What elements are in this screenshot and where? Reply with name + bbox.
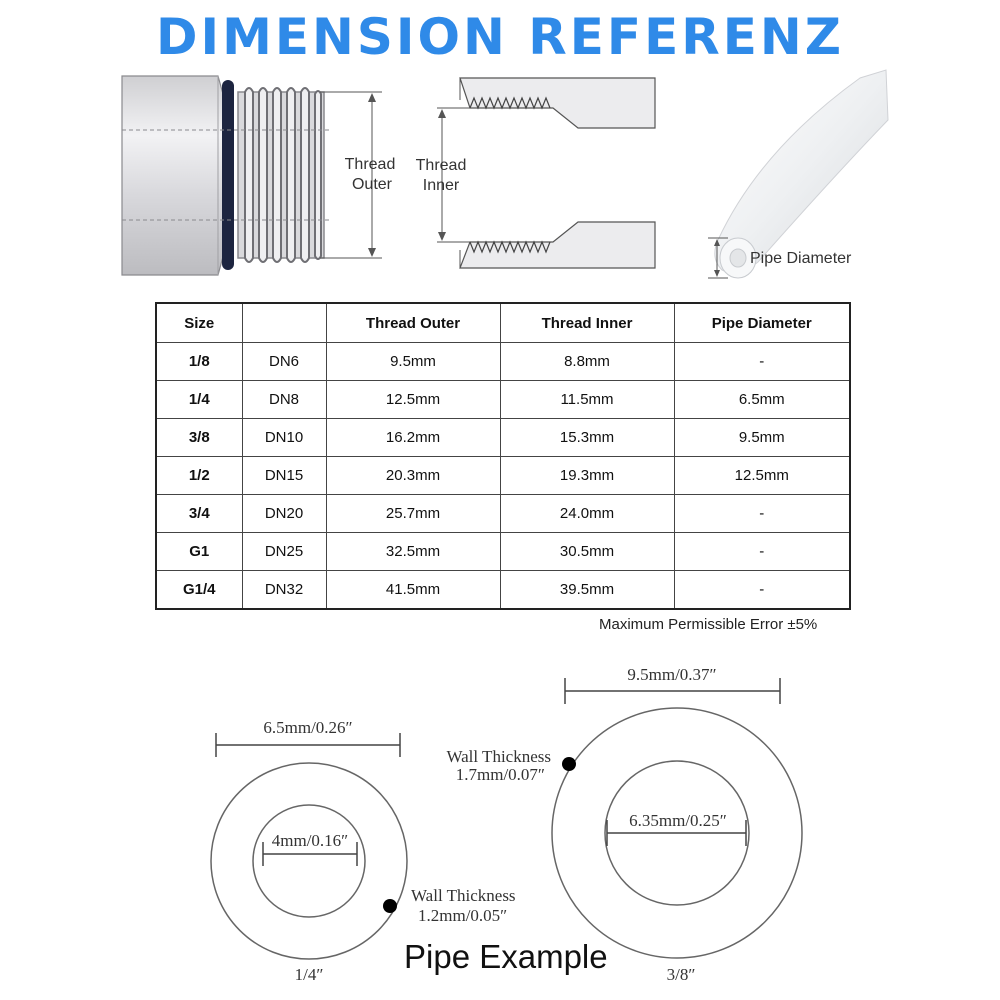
table-row: 3/8 DN10 16.2mm 15.3mm 9.5mm — [155, 418, 851, 457]
thread-outer-label-1: Thread — [345, 156, 396, 173]
large-pipe-inner-dimension: 6.35mm/0.25″ — [629, 811, 727, 830]
cell-pipe-diameter: 12.5mm — [673, 456, 851, 495]
cell-thread-inner: 8.8mm — [499, 342, 675, 381]
cell-size: 1/4 — [155, 380, 243, 419]
cell-thread-inner: 15.3mm — [499, 418, 675, 457]
cell-thread-outer: 32.5mm — [325, 532, 501, 571]
error-note: Maximum Permissible Error ±5% — [599, 616, 818, 633]
page-title: DIMENSION REFERENZ — [156, 8, 844, 66]
pipe-diameter-label: Pipe Diameter — [750, 250, 852, 267]
cell-pipe-diameter: - — [673, 532, 851, 571]
wall-thickness-marker — [562, 757, 576, 771]
cell-pipe-diameter: 9.5mm — [673, 418, 851, 457]
small-pipe-inner-dimension: 4mm/0.16″ — [272, 831, 349, 850]
small-pipe-section — [210, 733, 408, 960]
small-pipe-wall-label: Wall Thickness — [411, 886, 516, 905]
cell-dn: DN20 — [241, 494, 327, 533]
table-row: 1/2 DN15 20.3mm 19.3mm 12.5mm — [155, 456, 851, 495]
male-fitting-illustration — [121, 75, 382, 276]
cell-thread-inner: 24.0mm — [499, 494, 675, 533]
header-dn — [241, 302, 327, 343]
cell-thread-outer: 12.5mm — [325, 380, 501, 419]
large-pipe-size: 3/8″ — [667, 965, 696, 984]
cell-size: 1/8 — [155, 342, 243, 381]
thread-outer-label-2: Outer — [352, 176, 393, 193]
cell-thread-outer: 25.7mm — [325, 494, 501, 533]
cell-thread-inner: 19.3mm — [499, 456, 675, 495]
table-row: 1/4 DN8 12.5mm 11.5mm 6.5mm — [155, 380, 851, 419]
large-pipe-wall-label: Wall Thickness — [446, 747, 551, 766]
header-pipe-diameter: Pipe Diameter — [673, 302, 851, 343]
large-pipe-outer-dimension: 9.5mm/0.37″ — [627, 665, 716, 684]
female-fitting-illustration — [437, 77, 656, 269]
small-pipe-wall-value: 1.2mm/0.05″ — [418, 906, 507, 925]
small-pipe-outer-dimension: 6.5mm/0.26″ — [263, 718, 352, 737]
cell-dn: DN6 — [241, 342, 327, 381]
table-row: G1 DN25 32.5mm 30.5mm - — [155, 532, 851, 571]
large-pipe-section — [551, 678, 803, 959]
cell-size: 3/8 — [155, 418, 243, 457]
cell-thread-outer: 9.5mm — [325, 342, 501, 381]
large-pipe-wall-value: 1.7mm/0.07″ — [456, 765, 545, 784]
thread-inner-label-2: Inner — [423, 177, 460, 194]
cell-pipe-diameter: - — [673, 494, 851, 533]
small-pipe-size: 1/4″ — [295, 965, 324, 984]
cell-pipe-diameter: - — [673, 570, 851, 610]
cell-thread-outer: 41.5mm — [325, 570, 501, 610]
cell-thread-inner: 39.5mm — [499, 570, 675, 610]
header-thread-outer: Thread Outer — [325, 302, 501, 343]
cell-thread-inner: 11.5mm — [499, 380, 675, 419]
cell-thread-inner: 30.5mm — [499, 532, 675, 571]
cell-size: G1/4 — [155, 570, 243, 610]
cell-thread-outer: 20.3mm — [325, 456, 501, 495]
header-size: Size — [155, 302, 243, 343]
table-header-row: Size Thread Outer Thread Inner Pipe Diam… — [155, 302, 851, 343]
cell-size: 3/4 — [155, 494, 243, 533]
thread-inner-label-1: Thread — [416, 157, 467, 174]
cell-thread-outer: 16.2mm — [325, 418, 501, 457]
wall-thickness-marker — [383, 899, 397, 913]
cell-dn: DN32 — [241, 570, 327, 610]
cell-size: G1 — [155, 532, 243, 571]
pipe-illustration — [708, 69, 889, 279]
cell-dn: DN8 — [241, 380, 327, 419]
cell-pipe-diameter: 6.5mm — [673, 380, 851, 419]
cell-dn: DN15 — [241, 456, 327, 495]
table-row: 3/4 DN20 25.7mm 24.0mm - — [155, 494, 851, 533]
header-thread-inner: Thread Inner — [499, 302, 675, 343]
dimension-table: Size Thread Outer Thread Inner Pipe Diam… — [155, 302, 851, 610]
cell-dn: DN25 — [241, 532, 327, 571]
cell-dn: DN10 — [241, 418, 327, 457]
cell-pipe-diameter: - — [673, 342, 851, 381]
o-ring — [222, 80, 234, 270]
table-row: G1/4 DN32 41.5mm 39.5mm - — [155, 570, 851, 610]
table-row: 1/8 DN6 9.5mm 8.8mm - — [155, 342, 851, 381]
cell-size: 1/2 — [155, 456, 243, 495]
pipe-example-caption: Pipe Example — [404, 938, 608, 975]
